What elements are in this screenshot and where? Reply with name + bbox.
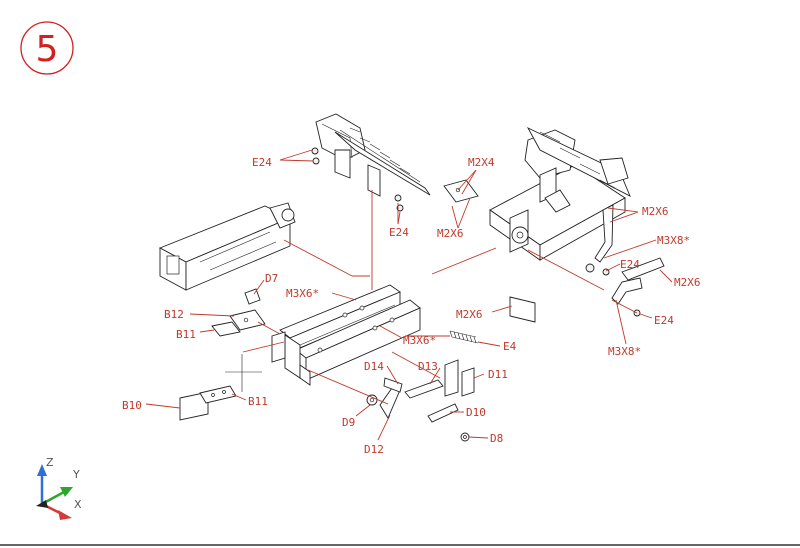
callout-m3x8-bottom: M3X8* bbox=[608, 345, 641, 358]
step-badge: 5 bbox=[20, 21, 74, 75]
y-axis-label: Y bbox=[72, 468, 80, 481]
callout-e24-c: E24 bbox=[620, 258, 640, 271]
right-assembly-part bbox=[489, 126, 631, 263]
z-axis-arrow-icon bbox=[37, 464, 47, 476]
callout-b11-top: B11 bbox=[176, 328, 196, 341]
step-number: 5 bbox=[36, 29, 59, 70]
b12-d7-plate-parts bbox=[211, 288, 266, 337]
callout-e24-a: E24 bbox=[252, 156, 272, 169]
callout-d11: D11 bbox=[488, 368, 508, 381]
callout-m2x6-right-mid: M2X6 bbox=[674, 276, 701, 289]
tube-housing-part bbox=[158, 202, 296, 291]
rail-frame-part bbox=[271, 284, 421, 386]
callout-b11-bottom: B11 bbox=[248, 395, 268, 408]
callout-d7: D7 bbox=[265, 272, 278, 285]
m2x4-plate-part bbox=[443, 179, 479, 203]
callout-m2x6-center: M2X6 bbox=[456, 308, 483, 321]
callout-d9: D9 bbox=[342, 416, 355, 429]
callout-b12: B12 bbox=[164, 308, 184, 321]
callout-d13: D13 bbox=[418, 360, 438, 373]
assembly-lines bbox=[242, 190, 638, 405]
step-badge-circle bbox=[20, 21, 74, 75]
callout-labels: E24 E24 M2X4 M2X6 M2X6 M3X8* E24 M2X6 E2… bbox=[122, 156, 701, 456]
callout-b10: B10 bbox=[122, 399, 142, 412]
crosshair-mark bbox=[225, 354, 262, 392]
d-series-parts bbox=[366, 359, 475, 442]
axis-triad: Z Y X bbox=[36, 456, 82, 520]
callout-m3x6-a: M3X6* bbox=[286, 287, 319, 300]
callout-m2x4: M2X4 bbox=[468, 156, 495, 169]
x-axis-label: X bbox=[74, 498, 82, 511]
z-axis-label: Z bbox=[46, 456, 54, 469]
callout-d14: D14 bbox=[364, 360, 384, 373]
callout-d12: D12 bbox=[364, 443, 384, 456]
left-top-bracket-part bbox=[315, 113, 431, 197]
callout-d10: D10 bbox=[466, 406, 486, 419]
callout-e4: E4 bbox=[503, 340, 517, 353]
callout-m2x6-right-top: M2X6 bbox=[642, 205, 669, 218]
callout-e24-b: E24 bbox=[389, 226, 409, 239]
b10-b11-plate-parts bbox=[179, 385, 237, 421]
callout-leaders bbox=[145, 149, 673, 441]
callout-m3x6-b: M3X6* bbox=[403, 334, 436, 347]
axis-origin-icon bbox=[36, 500, 48, 508]
callout-m3x8-top: M3X8* bbox=[657, 234, 690, 247]
callout-d8: D8 bbox=[490, 432, 503, 445]
y-axis-arrow-icon bbox=[60, 487, 73, 497]
right-small-parts bbox=[509, 257, 665, 323]
callout-e24-d: E24 bbox=[654, 314, 674, 327]
callout-m2x6-left: M2X6 bbox=[437, 227, 464, 240]
x-axis-arrow-icon bbox=[58, 510, 72, 520]
spring-e4-part bbox=[449, 330, 479, 344]
e24-nuts-left-top bbox=[311, 147, 404, 212]
